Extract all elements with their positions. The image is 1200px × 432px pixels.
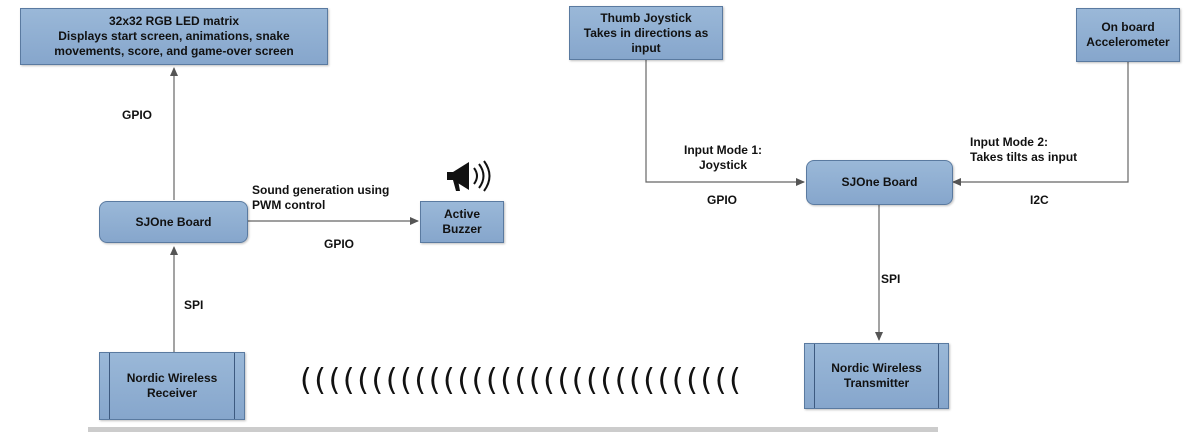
- nordic-transmitter-box: Nordic Wireless Transmitter: [804, 343, 949, 409]
- nordic-receiver-label: Nordic Wireless Receiver: [126, 371, 218, 400]
- bottom-scroll-strip: [88, 427, 938, 432]
- arrow-accel-to-sjone: [952, 62, 1129, 186]
- active-buzzer-box: Active Buzzer: [420, 201, 504, 243]
- label-sound-generation: Sound generation using PWM control: [252, 183, 390, 212]
- label-input-mode-2: Input Mode 2: Takes tilts as input: [970, 135, 1078, 164]
- led-matrix-box: 32x32 RGB LED matrix Displays start scre…: [20, 8, 328, 65]
- accelerometer-box: On board Accelerometer: [1076, 8, 1180, 62]
- thumb-joystick-label: Thumb Joystick Takes in directions as in…: [583, 10, 709, 55]
- megaphone-icon: [447, 160, 491, 192]
- label-gpio-buzzer: GPIO: [324, 237, 355, 251]
- sjone-board-left: SJOne Board: [99, 201, 248, 243]
- wireless-waves: (((((((((((((((((((((((((((((((: [300, 363, 744, 398]
- active-buzzer-label: Active Buzzer: [442, 207, 482, 236]
- label-i2c: I2C: [1030, 193, 1049, 207]
- nordic-receiver-box: Nordic Wireless Receiver: [99, 352, 245, 420]
- label-gpio-right: GPIO: [707, 193, 738, 207]
- label-gpio-led: GPIO: [122, 108, 153, 122]
- led-matrix-label: 32x32 RGB LED matrix Displays start scre…: [54, 14, 294, 58]
- sjone-board-right: SJOne Board: [806, 160, 953, 205]
- sjone-board-left-label: SJOne Board: [135, 214, 212, 229]
- thumb-joystick-box: Thumb Joystick Takes in directions as in…: [569, 6, 723, 60]
- label-spi-left: SPI: [184, 298, 204, 312]
- nordic-transmitter-label: Nordic Wireless Transmitter: [831, 361, 922, 390]
- accelerometer-label: On board Accelerometer: [1086, 20, 1170, 49]
- sjone-board-right-label: SJOne Board: [841, 175, 918, 189]
- label-input-mode-1: Input Mode 1: Joystick: [684, 143, 762, 172]
- label-spi-right: SPI: [881, 272, 901, 286]
- arrow-joystick-to-sjone: [645, 60, 805, 186]
